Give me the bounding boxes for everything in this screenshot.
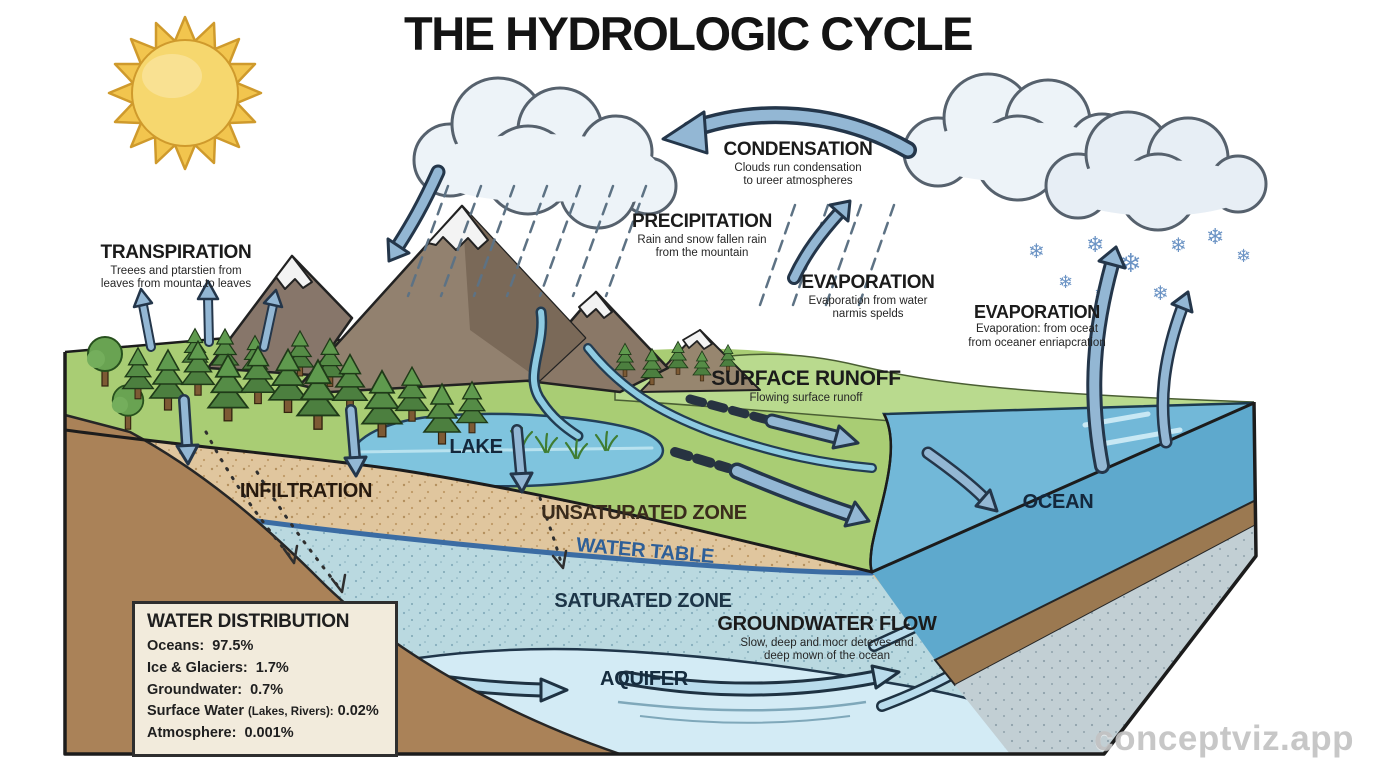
ocean-cross-section [872,403,1257,754]
surface-runoff-arrows [670,394,999,528]
snowflake-icon: ❄ [1236,246,1251,267]
snowflake-icon: ❄ [1028,239,1045,263]
snowflake-icon: ❄ [1206,225,1224,250]
rain-icon [406,184,896,307]
snowflake-icon: ❄ [1086,233,1104,258]
cloud-icon-ocean-front [1044,110,1268,232]
condensation-arrow [661,106,917,159]
snowflake-icon: ❄ [1120,249,1142,279]
cloud-icon-mountain [412,76,678,230]
river [528,306,877,473]
terrain-block [63,334,1258,756]
infiltration-arrows [175,394,568,594]
precipitation-arrow [386,164,446,263]
evaporation-arrow-mid [787,199,852,285]
mountain [206,204,761,394]
snowflake-icon: ❄ [1170,233,1187,257]
snowflake-icon: ❄ [1152,281,1169,305]
snowflakes: ❄ ❄ ❄ ❄ ❄ ❄ ❄ ❄ ❄ [1028,225,1251,305]
snowflake-icon: ❄ [1058,272,1073,293]
evaporation-arrows-ocean [1086,245,1194,474]
transpiration-arrows [132,279,284,352]
sun-icon [107,15,263,171]
